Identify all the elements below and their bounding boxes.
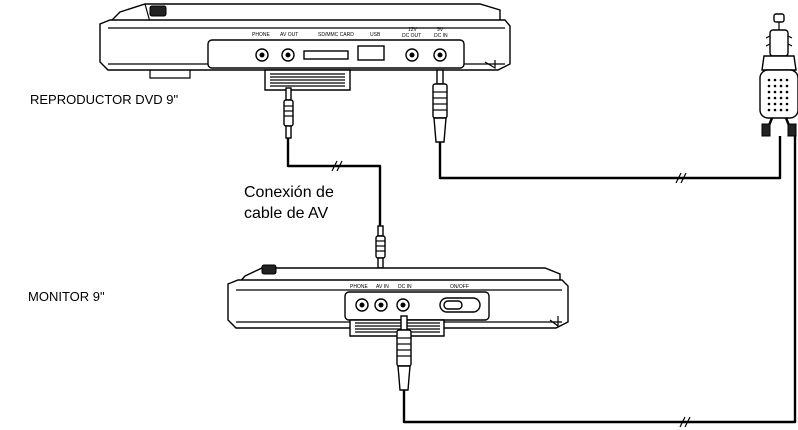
dc-plug-dvd	[432, 69, 448, 143]
dvd-av-out-jack	[281, 48, 295, 62]
dvd-player: PHONE AV OUT SD/MMC CARD USB 12V DC OUT …	[99, 3, 511, 91]
monitor-dc-in-label: DC IN	[398, 284, 412, 290]
dvd-dc-out-jack	[405, 48, 419, 62]
monitor-dc-in-jack	[396, 298, 410, 312]
monitor: PHONE AV IN DC IN ON/OFF	[227, 264, 569, 337]
dc-cable-dvd-break	[675, 172, 687, 184]
car-adapter	[759, 13, 798, 137]
dvd-usb-port	[357, 45, 385, 61]
dvd-dc-in-jack	[433, 48, 447, 62]
dc-cable-monitor-break	[679, 416, 691, 428]
dvd-dc-in-label: DC IN	[434, 33, 448, 39]
monitor-label: MONITOR 9"	[28, 289, 105, 304]
av-plug-dvd	[283, 87, 294, 139]
dvd-phone-label: PHONE	[252, 32, 270, 38]
monitor-power-switch	[439, 297, 481, 313]
dvd-dc-out-top-label: 12V	[408, 27, 418, 33]
dc-cable-monitor	[402, 136, 797, 424]
dc-cable-dvd	[438, 136, 782, 180]
dc-plug-monitor	[396, 315, 412, 391]
dvd-av-out-label: AV OUT	[280, 32, 298, 38]
av-cable-label-line1: Conexión de	[244, 184, 334, 201]
av-plug-monitor	[375, 225, 386, 269]
dvd-card-slot	[303, 50, 349, 60]
dvd-phone-jack	[255, 48, 269, 62]
av-cable-label-line2: cable de AV	[244, 205, 329, 222]
dvd-usb-label: USB	[370, 32, 381, 38]
monitor-av-in-jack	[374, 298, 388, 312]
av-cable-break	[331, 160, 343, 172]
dvd-card-label: SD/MMC CARD	[318, 32, 354, 38]
dvd-player-label: REPRODUCTOR DVD 9"	[30, 92, 179, 107]
monitor-av-in-label: AV IN	[376, 284, 389, 290]
dvd-dc-out-label: DC OUT	[402, 33, 421, 39]
monitor-phone-label: PHONE	[350, 284, 368, 290]
monitor-phone-jack	[355, 298, 369, 312]
monitor-on-off-label: ON/OFF	[450, 284, 469, 290]
dvd-dc-in-top-label: 9V	[437, 27, 444, 33]
